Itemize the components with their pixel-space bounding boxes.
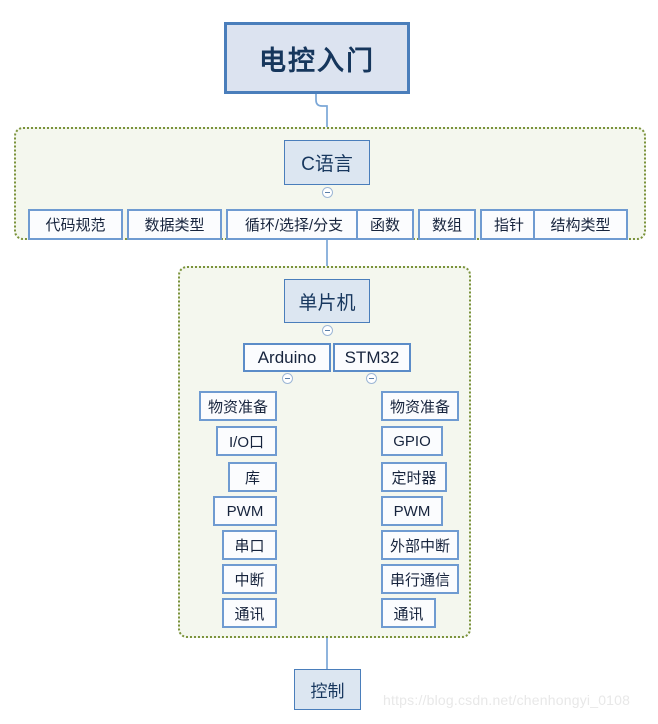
node-label: 库 [244, 469, 260, 487]
node-c-child-arrays[interactable]: 数组 [418, 209, 476, 240]
node-label: 数组 [431, 217, 462, 234]
node-stm32-child-pwm[interactable]: PWM [381, 496, 443, 526]
node-label: 电控入门 [259, 45, 375, 76]
node-label: 外部中断 [389, 537, 450, 555]
node-c-child-struct-types[interactable]: 结构类型 [533, 209, 628, 240]
node-title-root[interactable]: 电控入门 [224, 22, 410, 94]
node-label: 通讯 [234, 605, 265, 623]
node-stm32-child-gpio[interactable]: GPIO [381, 426, 443, 456]
node-arduino-child-communication[interactable]: 通讯 [222, 598, 277, 628]
node-c-child-data-types[interactable]: 数据类型 [127, 209, 222, 240]
node-label: 单片机 [298, 292, 356, 314]
collapse-toggle-arduino[interactable] [282, 373, 293, 384]
node-label: 结构类型 [550, 217, 611, 234]
node-label: 数据类型 [144, 217, 205, 234]
collapse-toggle-stm32[interactable] [366, 373, 377, 384]
node-label: 代码规范 [45, 217, 106, 234]
node-stm32-child-communication[interactable]: 通讯 [381, 598, 436, 628]
node-arduino-child-io-port[interactable]: I/O口 [216, 426, 277, 456]
node-arduino-child-serial-port[interactable]: 串口 [222, 530, 277, 560]
node-c-child-functions[interactable]: 函数 [356, 209, 414, 240]
node-label: C语言 [301, 154, 353, 175]
node-stm32-child-timer[interactable]: 定时器 [381, 462, 447, 492]
node-label: Arduino [257, 347, 317, 367]
node-stm32[interactable]: STM32 [333, 343, 411, 372]
node-label: 定时器 [391, 469, 437, 487]
node-label: 循环/选择/分支 [244, 217, 344, 234]
collapse-toggle-mcu[interactable] [322, 325, 333, 336]
node-label: STM32 [344, 347, 400, 367]
node-label: 指针 [493, 217, 524, 234]
node-label: 串行通信 [389, 571, 450, 589]
node-label: 中断 [234, 571, 265, 589]
node-label: 函数 [369, 217, 400, 234]
node-c-child-loop-select-branch[interactable]: 循环/选择/分支 [226, 209, 362, 240]
node-label: 通讯 [393, 605, 424, 623]
node-stm32-child-serial-communication[interactable]: 串行通信 [381, 564, 459, 594]
node-arduino-child-interrupt[interactable]: 中断 [222, 564, 277, 594]
node-arduino[interactable]: Arduino [243, 343, 331, 372]
node-label: 物资准备 [207, 398, 268, 416]
node-arduino-child-supplies[interactable]: 物资准备 [199, 391, 277, 421]
csdn-watermark: https://blog.csdn.net/chenhongyi_0108 [383, 692, 631, 708]
node-c-child-pointers[interactable]: 指针 [480, 209, 538, 240]
node-label: GPIO [393, 432, 431, 450]
node-c-language[interactable]: C语言 [284, 140, 370, 185]
node-mcu[interactable]: 单片机 [284, 279, 370, 323]
collapse-toggle-c-language[interactable] [322, 187, 333, 198]
node-label: PWM [226, 502, 264, 520]
node-stm32-child-external-interrupt[interactable]: 外部中断 [381, 530, 459, 560]
node-stm32-child-supplies[interactable]: 物资准备 [381, 391, 459, 421]
node-label: 物资准备 [389, 398, 450, 416]
node-label: 控制 [310, 682, 345, 701]
node-label: PWM [393, 502, 431, 520]
node-arduino-child-pwm[interactable]: PWM [213, 496, 277, 526]
node-control[interactable]: 控制 [294, 669, 361, 710]
node-c-child-code-standard[interactable]: 代码规范 [28, 209, 123, 240]
node-label: 串口 [234, 537, 265, 555]
node-arduino-child-library[interactable]: 库 [228, 462, 277, 492]
node-label: I/O口 [228, 433, 264, 451]
